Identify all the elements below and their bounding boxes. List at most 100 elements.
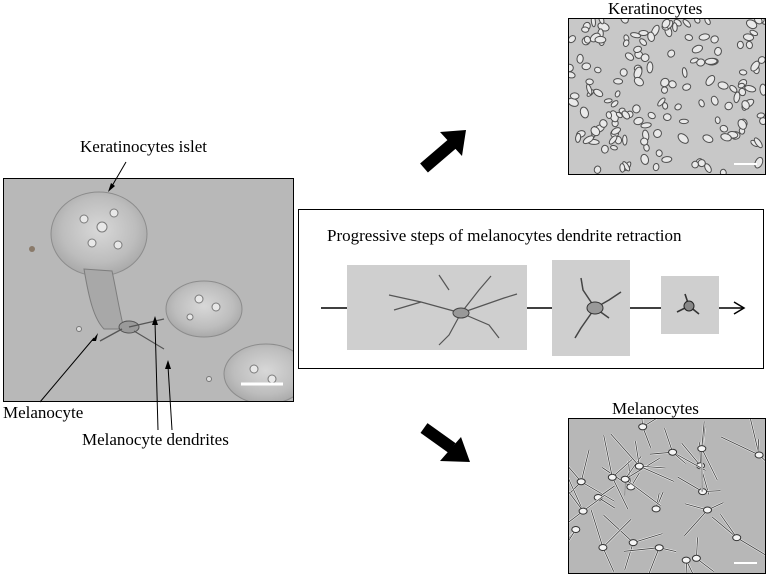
keratinocyte-cell (684, 34, 694, 41)
keratinocyte-cell (575, 132, 582, 143)
keratinocyte-cell (682, 83, 692, 91)
keratinocyte-cell (569, 63, 574, 73)
melanocyte-cell (593, 485, 616, 509)
keratinocyte-cell (590, 126, 601, 137)
keratinocyte-cell (737, 82, 745, 89)
keratinocyte-cell (698, 33, 710, 41)
keratinocyte-cell (759, 117, 765, 126)
keratinocyte-cell (697, 159, 706, 168)
melanocyte-cell (590, 509, 632, 573)
keratinocyte-cell (640, 122, 652, 129)
keratinocyte-cell (640, 53, 650, 63)
keratinocyte-cell (633, 45, 643, 54)
keratinocyte-cell (581, 26, 590, 33)
keratinocyte-cell (660, 86, 669, 94)
keratinocyte-cell (624, 52, 635, 61)
melanocyte-cell (711, 513, 765, 556)
melanocyte-cell (697, 421, 719, 492)
keratinocyte-cell (614, 90, 621, 98)
keratinocyte-cell (672, 22, 678, 33)
keratinocyte-cell (620, 19, 629, 24)
keratinocyte-cell (704, 57, 718, 65)
keratinocyte-cell (742, 33, 755, 42)
keratinocyte-cell (586, 83, 593, 95)
keratinocyte-cell (704, 19, 711, 25)
keratinocyte-cell (633, 76, 644, 87)
keratinocyte-cell (724, 101, 733, 111)
progressive-steps-title: Progressive steps of melanocytes dendrit… (327, 226, 682, 245)
keratinocyte-cell (610, 100, 619, 108)
melanocytes-micrograph (568, 418, 766, 574)
melanocyte-cell (677, 476, 721, 496)
keratinocyte-cell (744, 85, 757, 93)
keratinocyte-cell (745, 19, 758, 30)
keratinocyte-cell (754, 19, 763, 25)
keratinocyte-cell (662, 102, 669, 110)
keratinocyte-cell (737, 118, 747, 130)
keratinocyte-cell (622, 39, 630, 47)
keratinocyte-cell (594, 35, 607, 44)
keratinocyte-cell (754, 156, 764, 169)
keratinocyte-cell (653, 129, 662, 138)
keratinocyte-cell (756, 112, 765, 119)
melanocyte-cell (623, 544, 677, 573)
melanocyte-cell (610, 433, 675, 483)
keratinocyte-cell (661, 19, 671, 29)
keratinocyte-cell (691, 44, 704, 54)
melanocyte-cell (691, 537, 715, 573)
keratinocyte-cell (689, 57, 699, 64)
keratinocyte-cell (605, 111, 613, 119)
melanocyte-dendrites-label: Melanocyte dendrites (82, 430, 229, 449)
melanocyte-cell (569, 477, 605, 524)
keratinocyte-cell (694, 19, 701, 24)
melanocyte-label: Melanocyte (3, 403, 84, 422)
keratinocyte-cell (610, 144, 618, 151)
keratinocytes-top-label: Keratinocytes (608, 0, 703, 18)
melanocytes-bottom-label: Melanocytes (612, 399, 699, 418)
melanocyte-cell (651, 491, 665, 513)
keratinocyte-cell (691, 160, 699, 169)
keratinocyte-cell (663, 113, 672, 122)
progressive-steps-panel: Progressive steps of melanocytes dendrit… (298, 209, 764, 369)
keratinocyte-cell (615, 111, 623, 119)
keratinocyte-cell (681, 67, 688, 78)
keratinocyte-cell (621, 110, 631, 120)
keratinocyte-cell (710, 35, 719, 44)
melanocyte-cell (602, 434, 634, 510)
keratinocyte-cell (652, 163, 660, 172)
keratinocyte-cell (753, 137, 763, 149)
keratinocyte-cell (630, 32, 642, 39)
melanocyte-cell (602, 514, 663, 571)
keratinocyte-cell (660, 77, 670, 88)
keratinocyte-cell (622, 134, 628, 146)
keratinocyte-cell (714, 116, 721, 125)
keratinocyte-cell (738, 69, 748, 76)
melanocyte-cell (681, 556, 694, 573)
keratinocyte-cell (717, 81, 729, 90)
keratinocyte-cell (585, 78, 594, 86)
keratinocyte-cell (719, 168, 727, 174)
keratinocyte-cell (757, 56, 765, 64)
keratinocyte-cell (749, 29, 759, 37)
keratinocyte-cell (710, 95, 719, 106)
keratinocyte-cell (657, 97, 666, 107)
keratinocyte-cell (594, 66, 602, 74)
melanocyte-cell (569, 526, 581, 542)
keratinocyte-cell (677, 133, 689, 144)
melanocyte-cell (649, 428, 706, 472)
keratinocyte-cell (698, 99, 705, 108)
keratinocyte-cell (646, 61, 654, 74)
keratinocyte-cell (569, 92, 580, 100)
melanocyte-cell (720, 419, 765, 462)
keratinocyte-cell (600, 144, 609, 154)
keratinocyte-cell (569, 71, 576, 79)
keratinocyte-cell (579, 106, 589, 119)
keratinocyte-cell (647, 31, 655, 42)
keratinocyte-cell (745, 40, 753, 50)
keratinocyte-cell (632, 104, 641, 114)
keratinocyte-cell (682, 19, 692, 28)
keratinocyte-cell (613, 78, 624, 85)
keratinocyte-cell (633, 116, 644, 126)
keratinocyte-cell (702, 134, 714, 143)
keratinocyte-cell (667, 49, 676, 58)
